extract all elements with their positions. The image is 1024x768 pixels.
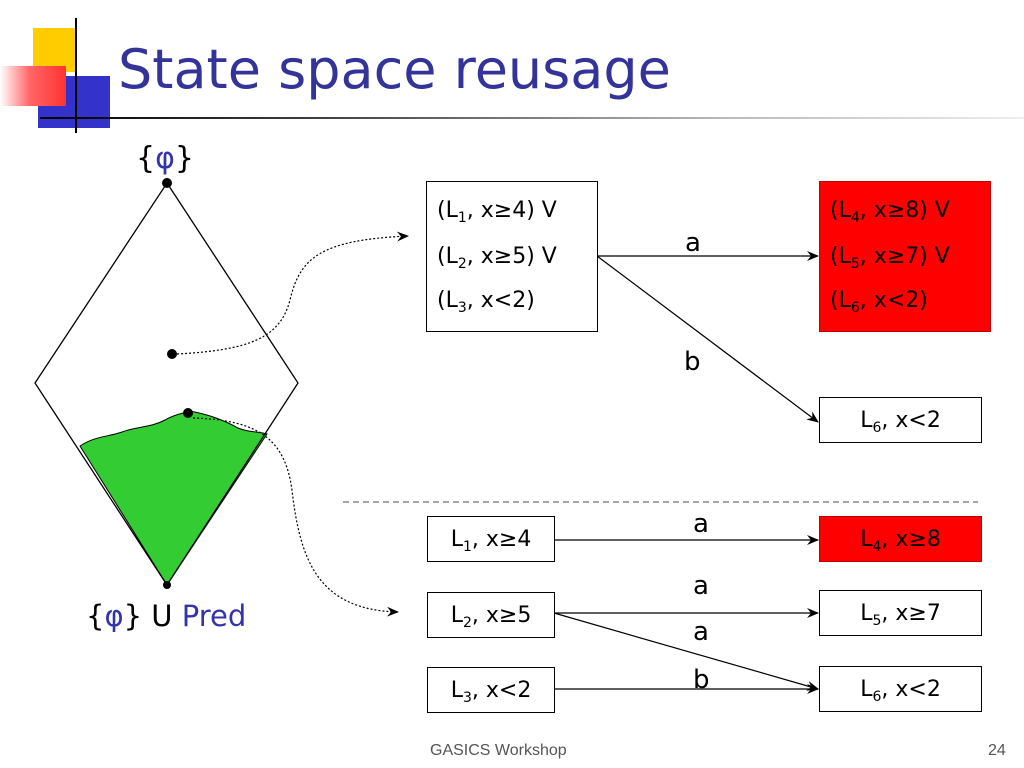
upper-source-line-3: (L3, x<2): [437, 288, 535, 316]
upper-edge-a-label: a: [685, 228, 701, 258]
logo-vertical-line: [75, 18, 77, 133]
lower-source-box-l2: L2, x≥5: [427, 592, 555, 638]
upper-target-line-2: (L5, x≥7) V: [830, 244, 950, 272]
inner-state-dot: [167, 349, 177, 359]
lower-source-l3-label: L3, x<2: [450, 678, 532, 706]
logo-red-square: [0, 66, 66, 106]
phi-top-label: {φ}: [136, 141, 194, 176]
lower-target-l6-label: L6, x<2: [860, 677, 941, 705]
lower-source-l1-label: L1, x≥4: [450, 527, 532, 555]
lower-target-l5-label: L5, x≥7: [860, 601, 941, 629]
logo-yellow-square: [33, 28, 77, 72]
lower-source-box-l3: L3, x<2: [427, 667, 555, 713]
page-number: 24: [988, 742, 1006, 759]
upper-source-line-2: (L2, x≥5) V: [437, 244, 557, 272]
upper-target-l6-label: L6, x<2: [860, 408, 941, 436]
upper-edge-b: [596, 255, 819, 423]
lower-edge-label-4: b: [693, 665, 710, 695]
phi-union-pred-label: {φ} U Pred: [86, 599, 246, 633]
lower-edge-label-3: a: [693, 617, 709, 647]
upper-target-line-1: (L4, x≥8) V: [830, 198, 950, 226]
page-title: State space reusage: [118, 38, 671, 101]
lower-edge-label-2: a: [693, 571, 709, 601]
dotted-arrow-lower: [192, 417, 399, 617]
lower-target-l4-label: L4, x≥8: [860, 527, 941, 555]
pred-region: [79, 410, 268, 586]
lower-target-box-l6: L6, x<2: [819, 666, 982, 712]
title-rule: [40, 117, 1024, 119]
lower-target-box-l5: L5, x≥7: [819, 590, 982, 636]
lower-source-l2-label: L2, x≥5: [450, 603, 532, 631]
upper-source-line-1: (L1, x≥4) V: [437, 198, 557, 226]
lower-target-box-l4: L4, x≥8: [819, 516, 982, 562]
upper-target-box-bad: (L4, x≥8) V (L5, x≥7) V (L6, x<2): [819, 181, 991, 332]
upper-target-line-3: (L6, x<2): [830, 288, 928, 316]
bottom-node-dot: [163, 581, 171, 589]
lower-edge-l2-l6: [553, 612, 819, 691]
upper-source-box: (L1, x≥4) V (L2, x≥5) V (L3, x<2): [426, 181, 598, 332]
upper-edge-b-label: b: [684, 347, 701, 377]
pred-state-dot: [183, 408, 193, 418]
lower-source-box-l1: L1, x≥4: [427, 516, 555, 562]
top-node-dot: [162, 178, 172, 188]
lower-edge-label-1: a: [693, 509, 709, 539]
footer-text: GASICS Workshop: [430, 742, 567, 759]
dotted-arrow-upper: [176, 231, 409, 355]
upper-target-box-l6: L6, x<2: [819, 397, 982, 443]
